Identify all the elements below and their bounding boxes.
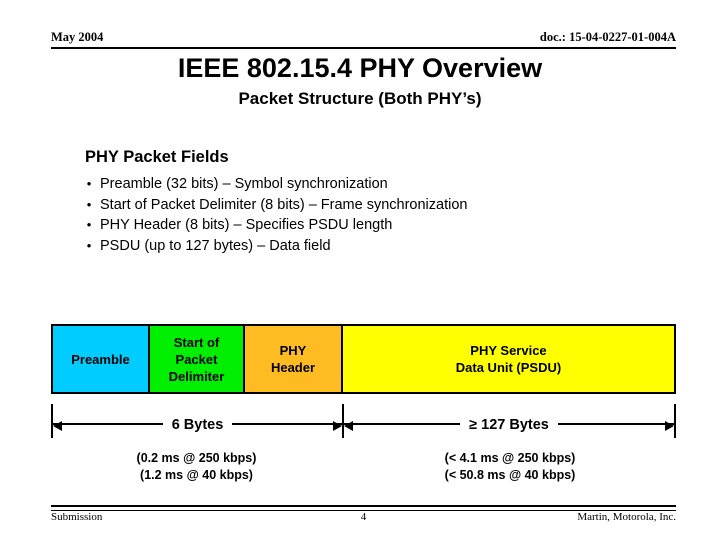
- dimension-label-left: 6 Bytes: [171, 417, 224, 433]
- dimension-tick-left: [51, 404, 53, 438]
- list-item-label: PSDU (up to 127 bytes) – Data field: [100, 237, 331, 254]
- bullet-icon: •: [86, 196, 92, 212]
- footer-submission-label: Submission: [51, 511, 103, 523]
- page-title: IEEE 802.15.4 PHY Overview: [177, 53, 543, 83]
- dimension-span-psdu-bytes: ≥ 127 Bytes: [344, 414, 675, 434]
- list-item-label: Start of Packet Delimiter (8 bits) – Fra…: [100, 196, 468, 213]
- list-item-label: Preamble (32 bits) – Symbol synchronizat…: [100, 176, 388, 192]
- dimension-label-right: ≥ 127 Bytes: [469, 417, 549, 433]
- list-item: • PHY Header (8 bits) – Specifies PSDU l…: [78, 215, 618, 236]
- header-divider: [51, 47, 676, 49]
- section-heading: PHY Packet Fields: [85, 148, 229, 166]
- bullet-list: • Preamble (32 bits) – Symbol synchroniz…: [78, 174, 618, 256]
- header-document-id: doc.: 15-04-0227-01-004A: [539, 30, 676, 44]
- arrow-left-icon: [344, 421, 353, 431]
- dimension-annotations: 6 Bytes ≥ 127 Bytes: [51, 404, 676, 444]
- header-date: May 2004: [51, 30, 104, 44]
- timing-note: (< 4.1 ms @ 250 kbps): [444, 451, 576, 465]
- timing-note: (0.2 ms @ 250 kbps): [136, 451, 257, 465]
- list-item: • Start of Packet Delimiter (8 bits) – F…: [78, 195, 618, 216]
- arrow-right-icon: [333, 421, 342, 431]
- page-subtitle: Packet Structure (Both PHY’s): [238, 89, 482, 108]
- arrow-left-icon: [53, 421, 62, 431]
- dimension-span-header-bytes: 6 Bytes: [53, 414, 342, 434]
- timing-note: (< 50.8 ms @ 40 kbps): [444, 468, 576, 482]
- bullet-icon: •: [86, 237, 92, 253]
- list-item: • Preamble (32 bits) – Symbol synchroniz…: [78, 174, 618, 195]
- dimension-tick-right: [674, 404, 676, 438]
- packet-field-preamble: Preamble: [53, 326, 150, 392]
- dimension-line-left: [53, 421, 163, 431]
- dimension-tick-middle: [342, 404, 344, 438]
- bullet-icon: •: [86, 217, 92, 232]
- dimension-line-right: [344, 421, 461, 431]
- dimension-line-right-2: [557, 421, 675, 431]
- slide-header: May 2004 doc.: 15-04-0227-01-004A: [51, 30, 676, 50]
- dimension-line-left-2: [232, 421, 342, 431]
- footer-divider: [51, 505, 676, 511]
- timing-notes-right: (< 4.1 ms @ 250 kbps) (< 50.8 ms @ 40 kb…: [344, 450, 676, 484]
- timing-notes-left: (0.2 ms @ 250 kbps) (1.2 ms @ 40 kbps): [51, 450, 342, 484]
- slide-footer: Submission 4 Martin, Motorola, Inc.: [51, 505, 676, 529]
- list-item-label: PHY Header (8 bits) – Specifies PSDU len…: [100, 217, 393, 233]
- list-item: • PSDU (up to 127 bytes) – Data field: [78, 236, 618, 257]
- bullet-icon: •: [86, 176, 92, 191]
- footer-author-label: Martin, Motorola, Inc.: [577, 511, 676, 523]
- arrow-right-icon: [665, 421, 675, 431]
- footer-page-number: 4: [360, 511, 367, 523]
- timing-note: (1.2 ms @ 40 kbps): [140, 468, 253, 482]
